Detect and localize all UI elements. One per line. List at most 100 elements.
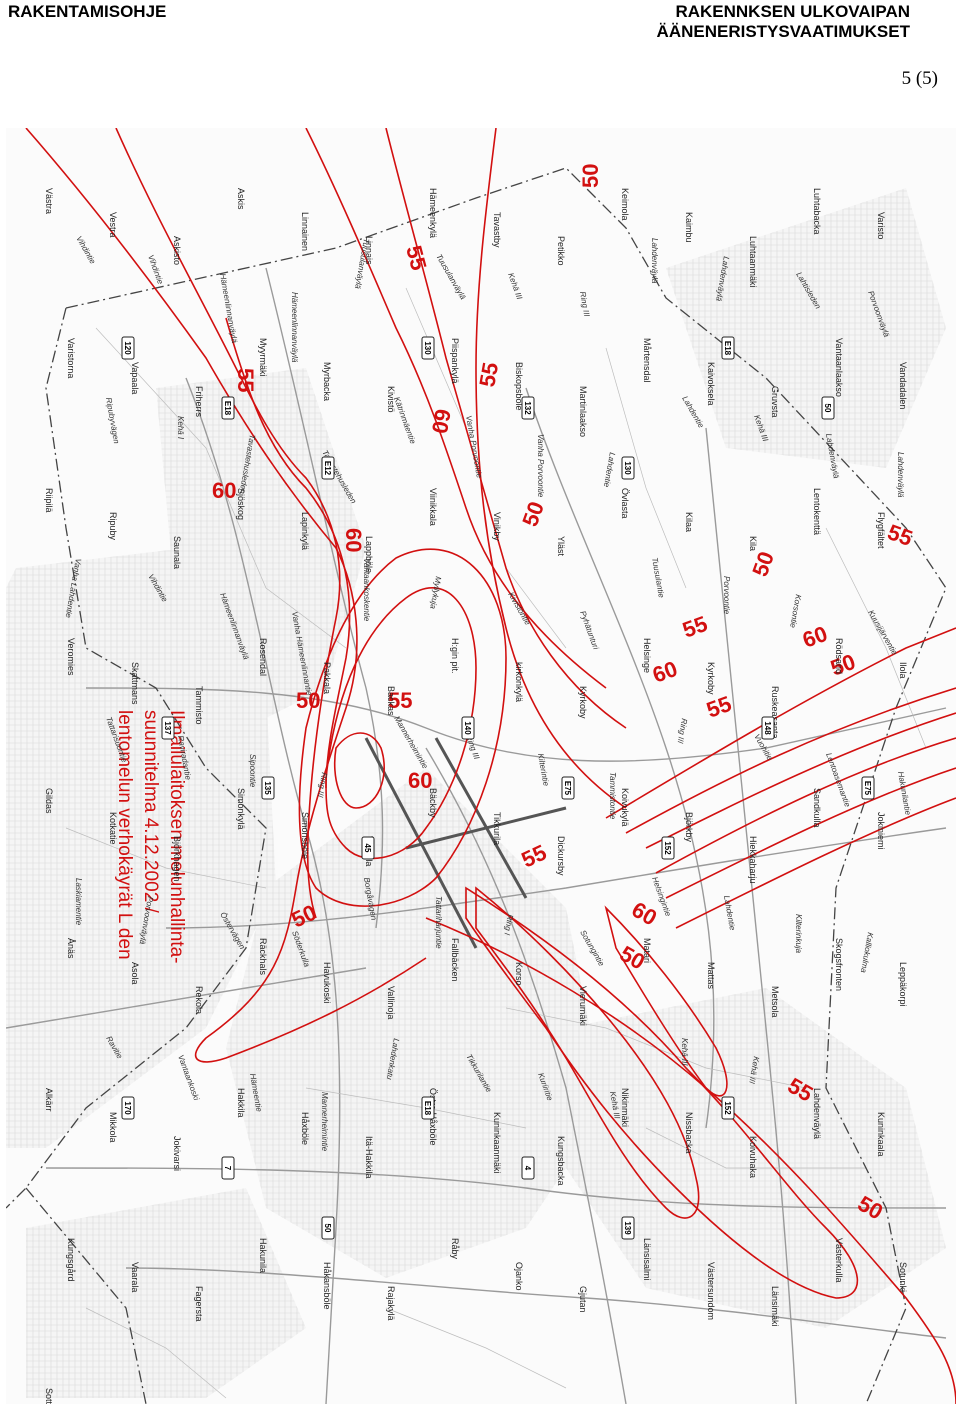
place-label-friherrs: Friherrs bbox=[194, 386, 204, 417]
place-label-kirkonkyla: kirkonkylä bbox=[514, 662, 524, 702]
svg-text:45: 45 bbox=[363, 844, 372, 853]
place-label-hakkila: Hakkila bbox=[236, 1088, 246, 1118]
place-label-dickursby: Dickursby bbox=[556, 836, 566, 876]
place-label-kyrkoby2: Kyrkoby bbox=[706, 662, 716, 695]
svg-text:E18: E18 bbox=[423, 1101, 432, 1116]
place-label-anas: Ånäs bbox=[66, 938, 76, 959]
svg-text:4: 4 bbox=[523, 1166, 532, 1171]
place-label-mattas: Mattas bbox=[706, 962, 716, 990]
place-label-biskopsbole: Biskopsböle bbox=[514, 362, 524, 411]
contour-60-east1 bbox=[645, 712, 956, 849]
svg-text:120: 120 bbox=[123, 341, 132, 355]
place-label-linnainen: Linnainen bbox=[300, 212, 310, 251]
road-shield: 7 bbox=[221, 1156, 235, 1180]
place-label-ovlasta: Övlasta bbox=[620, 488, 630, 519]
place-label-rosendal: Rosendal bbox=[258, 638, 268, 676]
road-shield: E12 bbox=[321, 456, 335, 480]
caption-line-2: suunnitelma 4.12.2002 / bbox=[140, 710, 161, 914]
place-label-riipila: Riipilä bbox=[44, 488, 54, 513]
road-label-tattariharju: Tattariharjuntie bbox=[434, 896, 443, 949]
contour-label-60: 60 bbox=[341, 528, 366, 552]
place-label-ilola: Ilola bbox=[898, 662, 908, 679]
place-label-myyrmaki: Myyrmäki bbox=[258, 338, 268, 377]
place-label-koivukyla: Koivukylä bbox=[620, 788, 630, 827]
place-label-lansisalmi: Länsisalmi bbox=[642, 1238, 652, 1281]
place-label-lahdenvayla: Lahdenväylä bbox=[812, 1088, 822, 1139]
contour-50-southeast bbox=[425, 917, 956, 1404]
contour-label-55: 55 bbox=[474, 360, 503, 388]
place-label-veromies: Veromies bbox=[66, 638, 76, 676]
place-label-backas2: Räckhals bbox=[258, 938, 268, 976]
road-shield: E18 bbox=[221, 396, 235, 420]
road-label-ringIII_e: Ring III bbox=[315, 772, 328, 799]
place-label-lentokentta: Lentokenttä bbox=[812, 488, 822, 535]
svg-text:130: 130 bbox=[623, 461, 632, 475]
contour-50-north bbox=[475, 128, 627, 809]
contour-60-west bbox=[225, 317, 351, 789]
place-label-kivisto: Kivistö bbox=[386, 386, 396, 413]
road-shield: E75 bbox=[861, 776, 875, 800]
place-label-kotkatie: Kotkatie bbox=[108, 812, 118, 845]
contour-60-loop-small bbox=[333, 732, 385, 809]
contour-60-inner bbox=[325, 587, 477, 860]
svg-text:50: 50 bbox=[323, 1224, 332, 1233]
svg-text:130: 130 bbox=[423, 341, 432, 355]
header-left-title: RAKENTAMISOHJE bbox=[8, 2, 167, 21]
place-label-rajakyla: Rajakylä bbox=[386, 1286, 396, 1321]
road-label-ring1: Ring I bbox=[502, 914, 515, 937]
place-label-leppakorpi: Leppäkorpi bbox=[898, 962, 908, 1007]
place-label-simonkyla: Simonkylä bbox=[236, 788, 246, 830]
road-shield: E18 bbox=[421, 1096, 435, 1120]
place-label-gruvsta: Gruvsta bbox=[770, 386, 780, 418]
place-label-kila: Kila bbox=[748, 536, 758, 551]
place-label-jokiniemi: Jokiniemi bbox=[876, 812, 886, 850]
header-right-title: RAKENNKSEN ULKOVAIPAN ÄÄNENERISTYSVAATIM… bbox=[657, 2, 910, 42]
place-label-nikinmaki: Nikinmäki bbox=[620, 1088, 630, 1127]
place-label-jokivarsi: Jokivarsi bbox=[172, 1136, 182, 1171]
place-label-sjoskog: Sjöskog bbox=[236, 488, 246, 520]
place-label-kuninkaanmaki: Kuninkaanmäki bbox=[492, 1112, 502, 1174]
place-label-keimola: Keimola bbox=[620, 188, 630, 221]
road-shield: 139 bbox=[621, 1216, 635, 1240]
place-label-lapinkyla: Lapinkylä bbox=[300, 512, 310, 550]
road-shield: 132 bbox=[521, 396, 535, 420]
place-label-lansimaki: Länsimäki bbox=[770, 1286, 780, 1327]
place-label-haxbole: Håxböle bbox=[300, 1112, 310, 1145]
noise-contours bbox=[25, 128, 956, 1404]
contour-55-south-loop bbox=[604, 905, 728, 1097]
place-label-martensdal: Mårtensdal bbox=[642, 338, 652, 383]
place-label-simonsbole: Simonsböle bbox=[300, 812, 310, 859]
contour-label-50: 50 bbox=[296, 688, 320, 713]
place-label-viinikkala: Viinikkala bbox=[428, 488, 438, 526]
place-label-sottungsby: Sottungsby bbox=[44, 1388, 54, 1404]
place-label-skogsfrontan: Skogsfronten bbox=[834, 938, 844, 991]
road-label-kilterinkuja: Kilterinkuja bbox=[794, 914, 803, 954]
place-label-vasterkulla: Västerkulla bbox=[834, 1238, 844, 1283]
place-label-havukoski: Havukoski bbox=[322, 962, 332, 1004]
place-label-raby: Råby bbox=[450, 1238, 460, 1260]
caption-line-3: lentomelun verhokäyrät L den bbox=[114, 710, 135, 960]
header-right-line2: ÄÄNENERISTYSVAATIMUKSET bbox=[656, 22, 910, 41]
place-label-itahakkila: Itä-Hakkila bbox=[364, 1136, 374, 1179]
contour-55-east1 bbox=[625, 687, 956, 834]
place-label-vaarala: Vaarala bbox=[130, 1262, 140, 1292]
place-label-skattmans: Skattmans bbox=[130, 662, 140, 705]
place-label-petikko: Petikko bbox=[556, 236, 566, 266]
place-label-nissbacka: Nissbacka bbox=[684, 1112, 694, 1154]
place-label-tikkurila: Tikkurila bbox=[492, 812, 502, 845]
place-label-kyrkoby: Kyrkoby bbox=[578, 686, 588, 719]
road-label-laskiamentie: Laskiamentie bbox=[74, 878, 83, 926]
contour-label-50: 50 bbox=[578, 164, 603, 188]
road-label-hameenlinnanvayla: Hämeenlinnanväylä bbox=[290, 292, 299, 363]
place-label-luhtaanmaki: Luhtaanmäki bbox=[748, 236, 758, 288]
place-label-fagersta: Fagersta bbox=[194, 1286, 204, 1322]
svg-text:135: 135 bbox=[263, 781, 272, 795]
place-label-viirilaakso: Vierumäki bbox=[578, 986, 588, 1026]
contour-label-55: 55 bbox=[233, 368, 258, 392]
place-label-rekola: Rekola bbox=[194, 986, 204, 1014]
place-label-bjorkhagen: Björkhagen bbox=[172, 836, 182, 882]
contour-label-60: 60 bbox=[212, 478, 236, 503]
place-label-kungsbacka: Kungsbacka bbox=[556, 1136, 566, 1186]
place-label-ruskeasanta: Ruskeasanta bbox=[770, 686, 780, 739]
